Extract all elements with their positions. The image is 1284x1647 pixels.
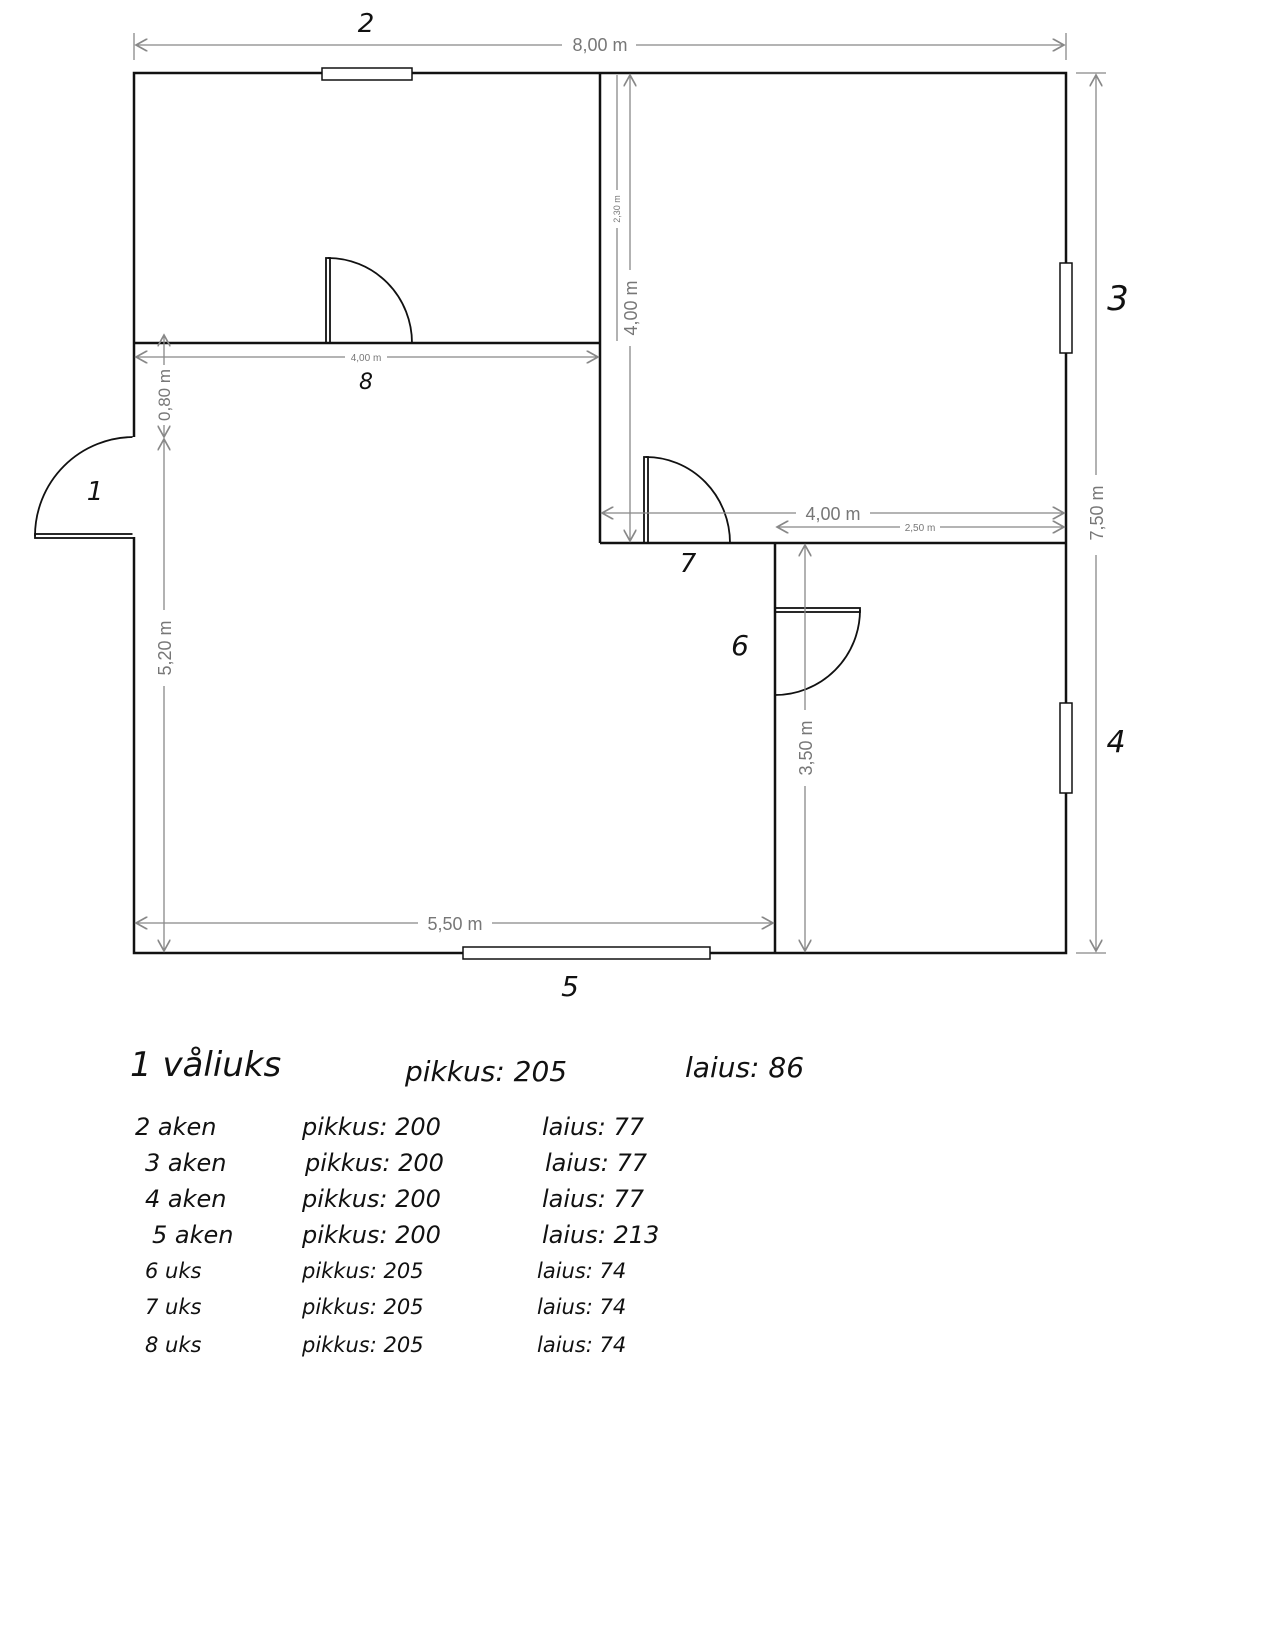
label-7: 7 xyxy=(680,549,697,579)
item: 6 uks xyxy=(145,1259,202,1283)
laius: laius: 77 xyxy=(545,1149,648,1177)
dim-inner-vertical-small: 2,30 m xyxy=(612,195,622,223)
laius: laius: 77 xyxy=(542,1185,645,1213)
pikkus: pikkus: 205 xyxy=(302,1333,424,1357)
label-1: 1 xyxy=(87,477,104,507)
laius: laius: 74 xyxy=(537,1259,627,1283)
label-5: 5 xyxy=(561,970,579,1003)
door-1 xyxy=(34,436,136,539)
label-8: 8 xyxy=(359,370,373,395)
dim-left-lower: 5,20 m xyxy=(155,620,175,675)
pikkus: pikkus: 205 xyxy=(405,1055,568,1088)
door-7 xyxy=(643,456,731,544)
pikkus: pikkus: 205 xyxy=(302,1259,424,1283)
laius: laius: 74 xyxy=(537,1333,627,1357)
dim-lower-right-height: 3,50 m xyxy=(796,720,816,775)
item: 3 aken xyxy=(145,1149,227,1177)
item: 7 uks xyxy=(145,1295,202,1319)
dim-right-room-small: 2,50 m xyxy=(905,523,936,534)
laius: laius: 86 xyxy=(685,1051,805,1084)
door-8 xyxy=(325,257,413,344)
dim-left-upper: 0,80 m xyxy=(155,369,174,421)
pikkus: pikkus: 200 xyxy=(302,1113,441,1141)
item: 5 aken xyxy=(152,1221,234,1249)
label-6: 6 xyxy=(731,629,749,662)
window-5 xyxy=(462,946,711,960)
window-3 xyxy=(1059,262,1073,354)
dim-bottom-width: 5,50 m xyxy=(427,914,482,934)
pikkus: pikkus: 200 xyxy=(305,1149,444,1177)
pikkus: pikkus: 200 xyxy=(302,1185,441,1213)
laius: laius: 74 xyxy=(537,1295,627,1319)
label-2: 2 xyxy=(358,9,375,39)
dim-top-width: 8,00 m xyxy=(572,35,627,55)
laius: laius: 213 xyxy=(542,1221,660,1249)
label-4: 4 xyxy=(1106,725,1125,760)
dimension-lines xyxy=(133,33,1106,954)
label-3: 3 xyxy=(1107,279,1129,319)
item: 2 aken xyxy=(135,1113,217,1141)
pikkus: pikkus: 205 xyxy=(302,1295,424,1319)
dim-right-room-width: 4,00 m xyxy=(805,504,860,524)
item: 8 uks xyxy=(145,1333,202,1357)
pikkus: pikkus: 200 xyxy=(302,1221,441,1249)
window-4 xyxy=(1059,702,1073,794)
dim-right-height: 7,50 m xyxy=(1087,485,1107,540)
door-6 xyxy=(774,607,861,696)
dim-inner-vertical: 4,00 m xyxy=(621,280,641,335)
dim-mid-horizontal: 4,00 m xyxy=(351,353,382,364)
laius: laius: 77 xyxy=(542,1113,645,1141)
window-2 xyxy=(321,67,413,81)
item: 4 aken xyxy=(145,1185,227,1213)
item: 1 våliuks xyxy=(130,1045,282,1085)
